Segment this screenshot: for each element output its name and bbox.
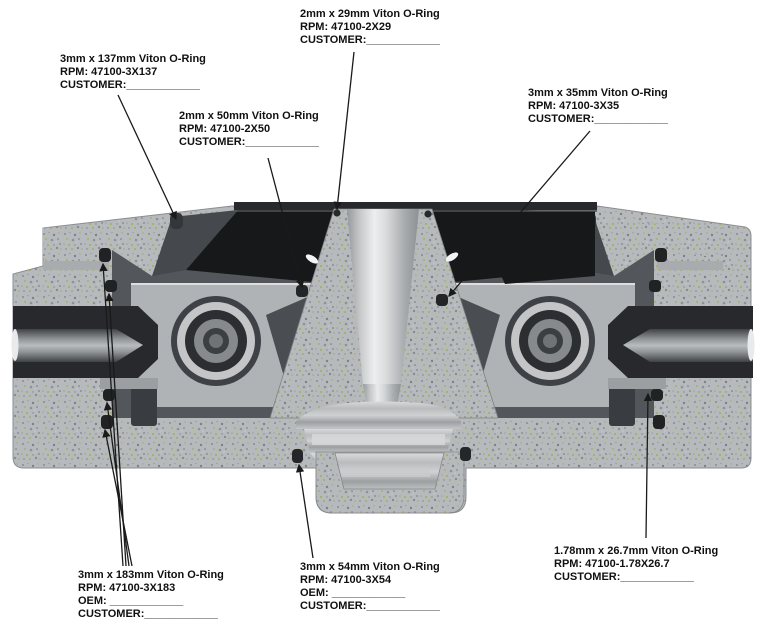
customer-blank: CUSTOMER:____________	[300, 600, 440, 612]
callout-3x35: 3mm x 35mm Viton O-Ring RPM: 47100-3X35 …	[528, 87, 668, 126]
callout-3x54: 3mm x 54mm Viton O-Ring RPM: 47100-3X54 …	[300, 561, 440, 613]
customer-blank: CUSTOMER:____________	[528, 113, 668, 125]
oring-size: 3mm x 137mm Viton O-Ring	[60, 53, 206, 65]
oring-size: 2mm x 50mm Viton O-Ring	[179, 110, 319, 122]
central-section	[234, 202, 597, 514]
oring-part-number: RPM: 47100-3X137	[60, 66, 158, 78]
oring-size: 3mm x 54mm Viton O-Ring	[300, 561, 440, 573]
oring-part-number: RPM: 47100-1.78X26.7	[554, 558, 670, 570]
callout-2x50: 2mm x 50mm Viton O-Ring RPM: 47100-2X50 …	[179, 110, 319, 149]
oring-size: 1.78mm x 26.7mm Viton O-Ring	[554, 545, 719, 557]
oring-size: 3mm x 35mm Viton O-Ring	[528, 87, 668, 99]
customer-blank: CUSTOMER:____________	[60, 79, 200, 91]
callout-3x183: 3mm x 183mm Viton O-Ring RPM: 47100-3X18…	[78, 569, 224, 621]
callout-1.78x26.7: 1.78mm x 26.7mm Viton O-Ring RPM: 47100-…	[554, 545, 718, 584]
oring-size: 2mm x 29mm Viton O-Ring	[300, 8, 440, 20]
oring-part-number: RPM: 47100-2X29	[300, 21, 392, 33]
customer-blank: CUSTOMER:____________	[554, 571, 694, 583]
bell-flange	[296, 401, 461, 429]
oring-size: 3mm x 183mm Viton O-Ring	[78, 569, 224, 581]
leader-arrows	[99, 51, 653, 567]
bell-collar	[315, 451, 465, 514]
oring-part-number: RPM: 47100-3X183	[78, 582, 176, 594]
oem-blank: OEM: ____________	[78, 595, 184, 607]
callout-3x137: 3mm x 137mm Viton O-Ring RPM: 47100-3X13…	[60, 53, 206, 92]
oring-part-number: RPM: 47100-3X54	[300, 574, 392, 586]
customer-blank: CUSTOMER:____________	[300, 34, 440, 46]
callout-2x29: 2mm x 29mm Viton O-Ring RPM: 47100-2X29 …	[300, 8, 440, 47]
customer-blank: CUSTOMER:____________	[179, 136, 319, 148]
oem-blank: OEM: ____________	[300, 587, 406, 599]
center-shaft	[347, 209, 419, 384]
oring-part-number: RPM: 47100-2X50	[179, 123, 271, 135]
oring-part-number: RPM: 47100-3X35	[528, 100, 620, 112]
customer-blank: CUSTOMER:____________	[78, 608, 218, 620]
